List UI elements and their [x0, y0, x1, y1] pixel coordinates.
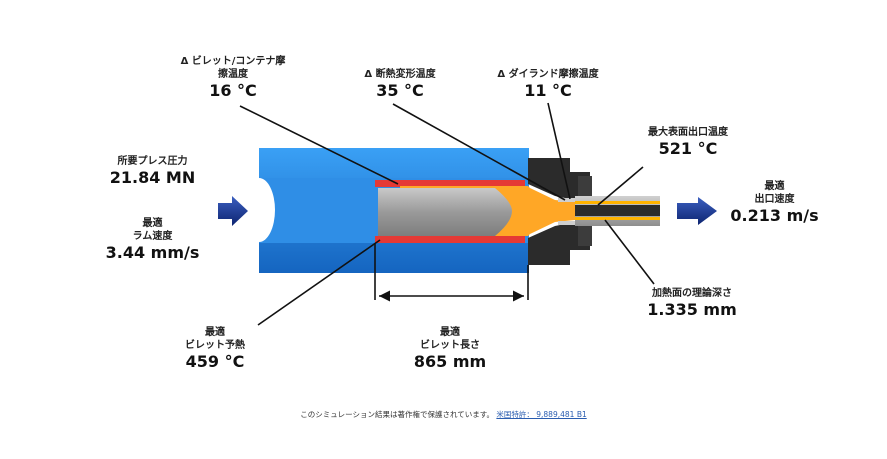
die: [528, 158, 590, 265]
leader-friction: [239, 105, 399, 185]
exit-speed-title: 最適 出口速度: [754, 181, 795, 205]
exit-temp-title: 最大表面出口温度: [648, 127, 728, 138]
friction-title: Δ ビレット/コンテナ摩 擦温度: [180, 56, 286, 80]
depth-value: 1.335 mm: [647, 300, 737, 319]
label-optimal-ram-speed: 最適 ラム速度 3.44 mm/s: [95, 217, 210, 263]
die-land: [558, 198, 578, 202]
copyright-notice: このシミュレーション結果は著作権で保護されています。: [300, 410, 494, 419]
label-heated-surface-depth: 加熱面の理論深さ 1.335 mm: [632, 287, 752, 320]
label-required-press-force: 所要プレス圧力 21.84 MN: [95, 155, 210, 188]
leader-preheat: [257, 239, 381, 326]
press-force-value: 21.84 MN: [109, 168, 196, 187]
leader-depth: [604, 219, 655, 285]
profile-core: [575, 205, 660, 216]
profile-hot-skin-bottom: [575, 217, 660, 220]
ram-bore-opening: [243, 178, 275, 242]
adiabatic-title: Δ 断熱変形温度: [364, 69, 436, 80]
ram-direction-arrow: [218, 196, 248, 226]
ram-speed-title: 最適 ラム速度: [132, 218, 173, 242]
billet: [378, 188, 512, 236]
exit-temp-value: 521 °C: [658, 139, 718, 158]
patent-link[interactable]: 米国特許： 9,889,481 B1: [496, 410, 587, 419]
depth-title: 加熱面の理論深さ: [652, 288, 732, 299]
friction-layer-bottom: [375, 236, 525, 243]
leader-exit-temp: [597, 166, 644, 206]
exit-direction-arrow: [677, 197, 717, 225]
profile-hot-skin-top: [575, 201, 660, 204]
label-die-land-friction: Δ ダイランド摩擦温度 11 °C: [488, 68, 608, 101]
footer: このシミュレーション結果は著作権で保護されています。 米国特許： 9,889,4…: [0, 409, 887, 420]
press-force-title: 所要プレス圧力: [117, 156, 188, 167]
billet-length-value: 865 mm: [413, 352, 487, 371]
friction-layer-top: [375, 180, 525, 187]
preheat-value: 459 °C: [185, 352, 245, 371]
label-optimal-exit-speed: 最適 出口速度 0.213 m/s: [722, 180, 827, 226]
die-land-bottom: [558, 221, 578, 225]
ram-speed-value: 3.44 mm/s: [105, 243, 200, 262]
leader-die-land: [547, 102, 571, 200]
label-max-surface-exit-temp: 最大表面出口温度 521 °C: [628, 126, 748, 159]
preheat-title: 最適 ビレット予熱: [185, 327, 245, 351]
leader-adiabatic: [392, 103, 566, 201]
friction-value: 16 °C: [209, 81, 257, 100]
label-optimal-billet-preheat: 最適 ビレット予熱 459 °C: [160, 326, 270, 372]
billet-length-title: 最適 ビレット長さ: [420, 327, 480, 351]
die-land-value: 11 °C: [524, 81, 572, 100]
exit-speed-value: 0.213 m/s: [730, 206, 819, 225]
adiabatic-value: 35 °C: [376, 81, 424, 100]
label-friction-billet-container: Δ ビレット/コンテナ摩 擦温度 16 °C: [168, 55, 298, 101]
die-land-title: Δ ダイランド摩擦温度: [497, 69, 599, 80]
label-optimal-billet-length: 最適 ビレット長さ 865 mm: [395, 326, 505, 372]
label-adiabatic-deformation: Δ 断熱変形温度 35 °C: [340, 68, 460, 101]
